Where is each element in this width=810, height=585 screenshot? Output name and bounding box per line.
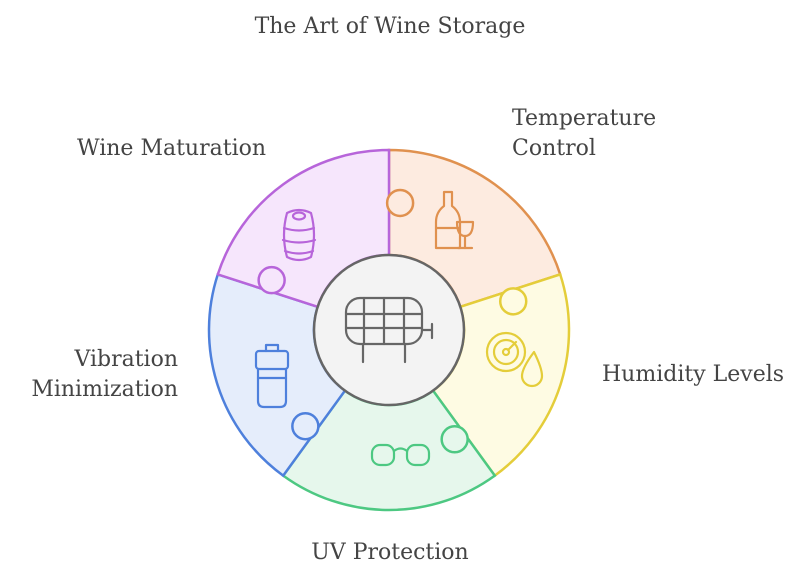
label-line: UV Protection [311,540,469,565]
puzzle-knob [440,425,469,454]
label-line: Control [512,136,596,161]
cask-icon [281,208,317,262]
gauge-droplet-icon [485,331,544,388]
wine-barrel-icon [344,296,434,364]
label-line: Minimization [31,377,178,402]
cooler-icon [254,343,290,409]
label-humidity-levels: Humidity Levels [602,360,784,390]
label-temperature-control: Temperature Control [512,104,656,164]
label-vibration-minimization: Vibration Minimization [28,345,178,405]
label-line: Humidity Levels [602,362,785,387]
diagram-title: The Art of Wine Storage [254,14,526,39]
sunglasses-icon [370,443,431,467]
label-line: Wine Maturation [77,136,267,161]
puzzle-knob [498,287,528,316]
wine-bottle-glass-icon [434,190,475,250]
puzzle-knob [385,188,415,218]
puzzle-knob [291,411,320,441]
label-wine-maturation: Wine Maturation [77,134,266,164]
label-line: Vibration [74,347,178,372]
puzzle-knob [257,265,286,295]
center-hub [312,253,466,407]
label-uv-protection: UV Protection [290,538,490,568]
label-line: Temperature [512,106,657,131]
